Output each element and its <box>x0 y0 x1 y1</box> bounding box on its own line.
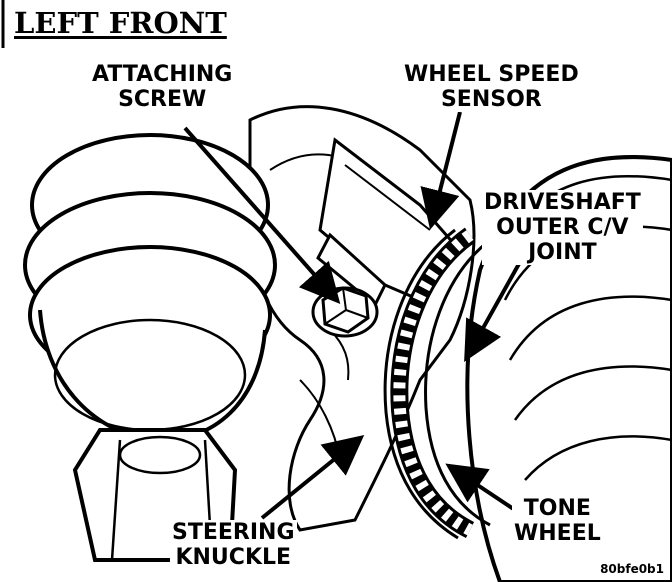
label-tone-wheel: TONE WHEEL <box>512 496 603 546</box>
diagram-title: LEFT FRONT <box>14 6 227 40</box>
label-tone-wheel-line2: WHEEL <box>514 521 601 546</box>
label-driveshaft-cv-joint-line1: DRIVESHAFT <box>484 190 641 215</box>
label-attaching-screw: ATTACHING SCREW <box>90 62 235 112</box>
label-steering-knuckle-line1: STEERING <box>172 520 295 545</box>
tone-wheel-leader <box>445 463 517 512</box>
label-wheel-speed-sensor-line1: WHEEL SPEED <box>404 62 579 87</box>
label-tone-wheel-line1: TONE <box>523 496 591 521</box>
label-wheel-speed-sensor: WHEEL SPEED SENSOR <box>402 62 581 112</box>
label-driveshaft-cv-joint: DRIVESHAFT OUTER C/V JOINT <box>482 190 643 265</box>
label-steering-knuckle-line2: KNUCKLE <box>175 545 292 570</box>
steering-knuckle-leader <box>260 434 365 520</box>
attaching-screw-head <box>311 286 379 338</box>
label-steering-knuckle: STEERING KNUCKLE <box>170 520 297 570</box>
attaching-screw-leader <box>183 126 341 304</box>
figure-code: 80bfe0b1 <box>600 562 664 576</box>
tone-wheel-shape <box>383 227 491 540</box>
wheel-speed-sensor-leader <box>420 111 462 230</box>
label-attaching-screw-line2: SCREW <box>118 87 207 112</box>
label-driveshaft-cv-joint-line2: OUTER C/V <box>496 215 629 240</box>
label-wheel-speed-sensor-line2: SENSOR <box>440 87 542 112</box>
cv-joint-leader <box>464 261 522 362</box>
label-driveshaft-cv-joint-line3: JOINT <box>528 240 597 265</box>
upper-hub-stack <box>23 133 277 443</box>
label-attaching-screw-line1: ATTACHING <box>92 62 233 87</box>
